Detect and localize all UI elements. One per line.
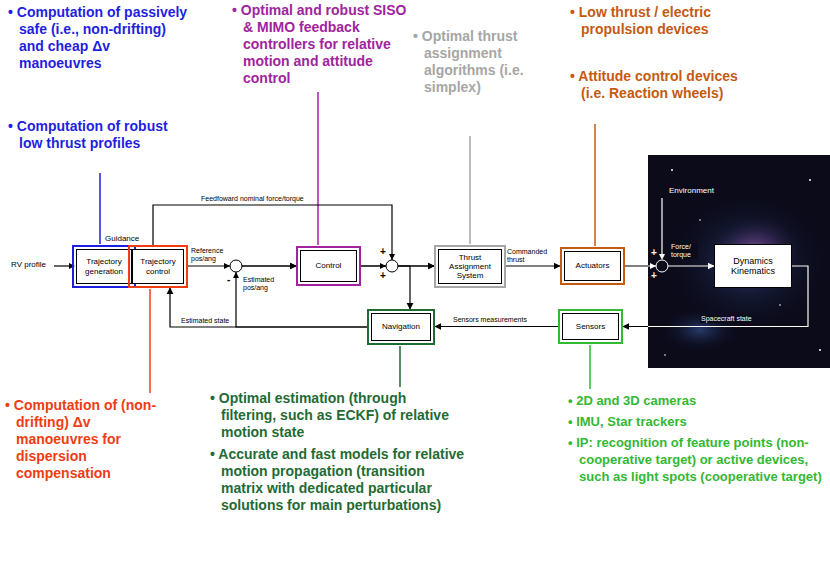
connector-line xyxy=(435,326,558,327)
environment-line xyxy=(662,198,663,256)
connector-line xyxy=(625,265,714,266)
box-label: Actuators xyxy=(576,261,610,270)
signal-connector xyxy=(625,266,714,267)
callout-text: • Low thrust / electric propulsion devic… xyxy=(570,4,748,38)
process-box: Sensors xyxy=(562,313,619,340)
space-picture xyxy=(648,155,830,368)
sign-label: + xyxy=(380,246,386,258)
sign-label: - xyxy=(227,274,230,286)
signal-label: Guidance xyxy=(104,234,140,243)
callout-text: • IP: recognition of feature points (non… xyxy=(568,434,826,485)
signal-connector xyxy=(506,266,560,267)
input-arrow xyxy=(54,263,75,269)
process-box: Navigation xyxy=(371,313,431,341)
signal-connector xyxy=(153,205,434,266)
leader-lines xyxy=(100,92,595,393)
process-box: Control xyxy=(300,250,357,282)
box-label: Trajectory generation xyxy=(77,257,131,275)
signal-label: Environment xyxy=(668,186,715,195)
callout-text: • Optimal and robust SISO & MIMO feedbac… xyxy=(232,2,410,87)
box-label: Trajectory control xyxy=(133,257,183,275)
callout-text: • Optimal thrust assignment algorithms (… xyxy=(413,28,531,96)
signal-label: Sensors measurements xyxy=(452,316,528,324)
signal-label: RV profile xyxy=(10,260,47,269)
process-box: Thrust Assignment System xyxy=(438,249,502,284)
callout-text: • Computation of passively safe (i.e., n… xyxy=(8,4,188,72)
callout-text: • IMU, Star trackers xyxy=(568,413,826,430)
signal-connector xyxy=(170,288,367,327)
box-label: Control xyxy=(316,261,342,270)
process-box: Dynamics Kinematics xyxy=(714,244,792,288)
callout-text: • Computation of robust low thrust profi… xyxy=(8,118,188,152)
box-label: Dynamics Kinematics xyxy=(715,256,791,277)
sign-label: + xyxy=(380,270,386,282)
process-box: Actuators xyxy=(564,251,621,281)
signal-connector xyxy=(361,266,410,309)
callout-text: • 2D and 3D cameras xyxy=(568,392,826,409)
callout-text: • Computation of (non-drifting) Δv manoe… xyxy=(5,397,165,482)
signal-label: Commanded thrust xyxy=(506,248,552,264)
callout-text: • Optimal estimation (through filtering,… xyxy=(210,390,455,441)
signal-label: Estimated state xyxy=(180,317,230,325)
box-label: Thrust Assignment System xyxy=(439,253,501,281)
connector-line xyxy=(153,205,434,266)
signal-label: Spacecraft state xyxy=(700,315,753,323)
signal-connector xyxy=(435,326,558,327)
sign-label: + xyxy=(651,247,657,259)
callout-text: • Accurate and fast models for relative … xyxy=(210,446,465,514)
box-label: Navigation xyxy=(382,322,420,331)
signal-label: Estimated pos/ang xyxy=(242,276,280,292)
callout-text: • Attitude control devices (i.e. Reactio… xyxy=(570,68,748,102)
connector-line xyxy=(361,266,410,309)
signal-label: Reference pos/ang xyxy=(190,247,228,263)
process-box: Trajectory generation xyxy=(76,249,132,284)
signal-label: Feedfoward nominal force/torque xyxy=(200,195,305,203)
sign-label: + xyxy=(651,270,657,282)
box-label: Sensors xyxy=(576,322,605,331)
connector-line xyxy=(506,265,560,266)
signal-label: Force/ torque xyxy=(670,243,698,259)
connector-line xyxy=(170,288,367,327)
process-box: Trajectory control xyxy=(132,249,184,284)
